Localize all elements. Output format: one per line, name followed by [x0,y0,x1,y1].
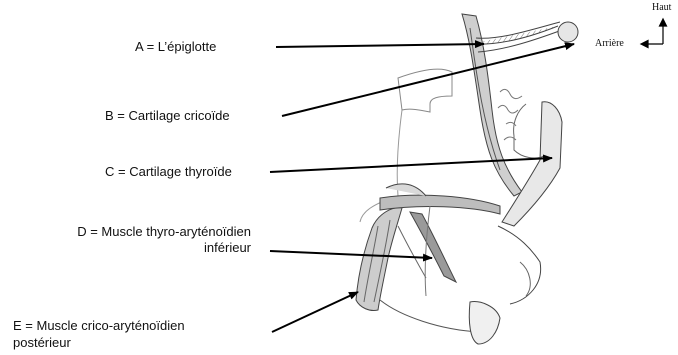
label-d-line2: inférieur [50,240,251,256]
muscle-e [356,208,402,311]
arytenoid-tip [558,22,578,42]
muscle-d [410,212,456,282]
orientation-back-label: Arrière [595,38,624,49]
label-a: A = L’épiglotte [135,39,216,55]
label-e-line1: E = Muscle crico-aryténoïdien [13,318,185,334]
label-d-line1: D = Muscle thyro-aryténoïdien [50,224,251,240]
arrow-a [276,44,484,47]
label-c: C = Cartilage thyroïde [105,164,232,180]
arrow-e [272,292,358,332]
label-e-line2: postérieur [13,335,71,351]
arrow-b [282,44,574,116]
arrow-c [270,158,552,172]
label-b: B = Cartilage cricoïde [105,108,230,124]
orientation-arrows-icon [641,19,667,48]
arrow-d [270,251,432,258]
larynx-drawing [356,14,578,344]
orientation-up-label: Haut [652,2,671,13]
cricoid-lamina [502,102,562,226]
